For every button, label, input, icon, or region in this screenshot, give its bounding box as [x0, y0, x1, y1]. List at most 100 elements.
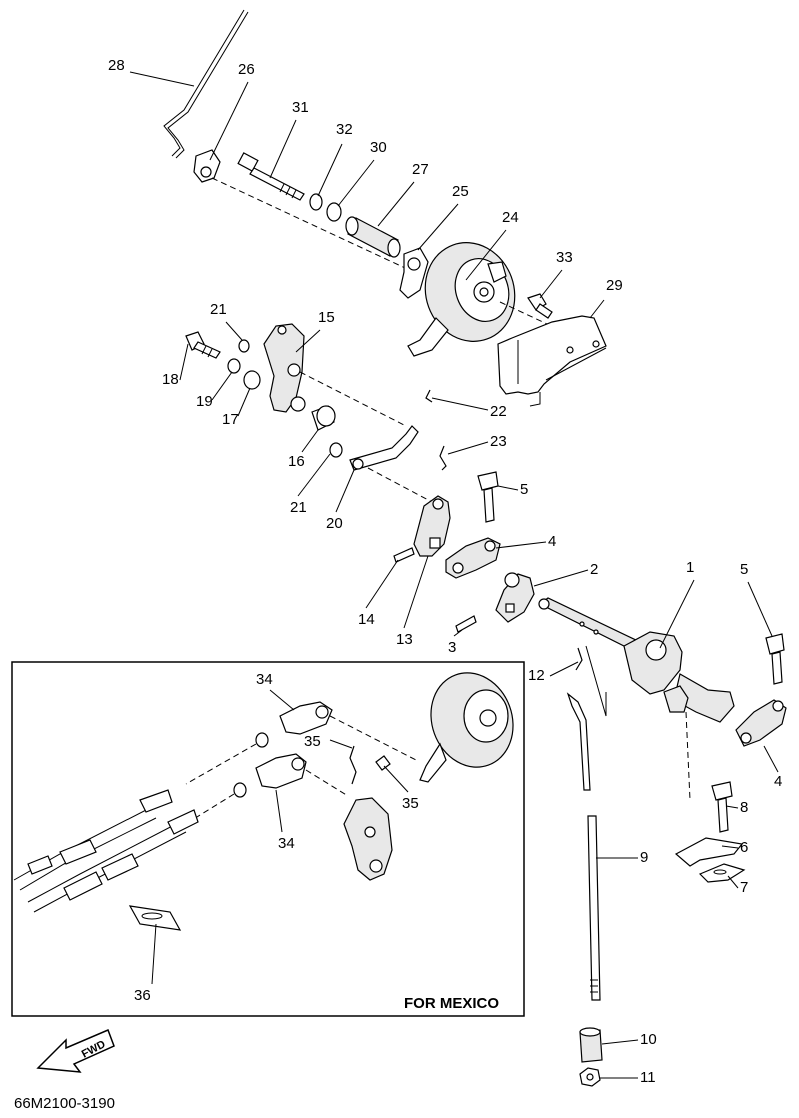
part-label-5: 5	[520, 481, 528, 498]
inset-for-mexico: FOR MEXICO	[11, 661, 525, 1017]
part-label-10: 10	[640, 1031, 657, 1048]
leader-line-21	[225, 321, 243, 341]
leader-line-15	[295, 329, 321, 353]
leader-line-5	[747, 581, 773, 637]
part-label-35: 35	[402, 795, 419, 812]
clamp-4-right	[735, 699, 787, 747]
part-label-3: 3	[448, 639, 456, 656]
lever-15	[263, 323, 306, 413]
part-label-24: 24	[502, 209, 519, 226]
clamp-4-upper	[445, 537, 501, 579]
washer-21-lower	[329, 442, 343, 458]
bolt-5-upper	[477, 471, 499, 523]
part-label-14: 14	[358, 611, 375, 628]
leader-line-32	[317, 143, 343, 197]
part-label-13: 13	[396, 631, 413, 648]
part-label-32: 32	[336, 121, 353, 138]
part-label-11: 11	[640, 1069, 656, 1086]
leader-line-34	[275, 789, 283, 833]
leader-line-17	[237, 387, 251, 417]
part-label-4: 4	[548, 533, 556, 550]
bolt-18	[185, 331, 221, 359]
leader-line-16	[301, 429, 319, 453]
link-20	[349, 425, 419, 471]
leader-line-3	[453, 629, 463, 637]
part-label-34: 34	[256, 671, 273, 688]
part-label-21: 21	[290, 499, 307, 516]
part-label-19: 19	[196, 393, 213, 410]
leader-line-30	[337, 159, 375, 207]
bolt-5-right	[765, 633, 785, 685]
leader-line-1	[659, 579, 695, 649]
leader-line-21	[297, 453, 331, 497]
rod-9	[566, 692, 601, 1001]
pin-3	[455, 615, 477, 633]
part-label-2: 2	[590, 561, 598, 578]
part-label-36: 36	[134, 987, 151, 1004]
leader-line-29	[589, 299, 605, 319]
leader-line-22	[431, 397, 489, 411]
bracket-26	[193, 149, 221, 183]
leader-line-20	[335, 469, 355, 513]
shift-rod-28	[163, 9, 249, 159]
part-label-35: 35	[304, 733, 321, 750]
part-label-17: 17	[222, 411, 239, 428]
leader-line-26	[209, 81, 249, 161]
bolt-8	[711, 781, 733, 833]
clip-35-a	[349, 745, 357, 785]
clip-35-b	[375, 755, 391, 771]
clip-23	[439, 445, 447, 471]
leader-line-33	[539, 269, 563, 299]
part-label-18: 18	[162, 371, 179, 388]
part-label-4: 4	[774, 773, 782, 790]
part-label-29: 29	[606, 277, 623, 294]
leader-line-6	[721, 845, 739, 849]
bracket-29	[497, 315, 607, 407]
pin-22	[425, 389, 433, 403]
part-label-31: 31	[292, 99, 309, 116]
part-label-25: 25	[452, 183, 469, 200]
washer-19	[227, 358, 241, 374]
shift-cable-lower	[27, 809, 199, 913]
leader-line-18	[179, 343, 189, 381]
leader-line-8	[725, 805, 739, 809]
leader-line-28	[129, 71, 195, 87]
pin-14	[393, 547, 415, 563]
shift-cable-upper	[13, 789, 173, 891]
leader-line-36	[151, 923, 157, 985]
arm-2	[495, 572, 535, 623]
nut-10	[579, 1027, 603, 1063]
washer-21-upper	[238, 339, 250, 353]
cable-end-34-lower	[255, 753, 307, 789]
leader-line-4	[763, 745, 779, 773]
inset-cam	[419, 672, 514, 783]
part-label-16: 16	[288, 453, 305, 470]
nut-11	[579, 1067, 601, 1087]
tag-36	[128, 905, 182, 931]
cam-24	[407, 242, 516, 357]
part-label-15: 15	[318, 309, 335, 326]
collar-27	[345, 216, 401, 258]
forward-arrow-icon: FWD	[36, 1029, 115, 1073]
leader-line-31	[269, 119, 297, 179]
leader-line-34	[269, 689, 295, 711]
part-label-21: 21	[210, 301, 227, 318]
leader-line-24	[465, 229, 507, 281]
washer-30	[326, 202, 342, 222]
part-label-8: 8	[740, 799, 748, 816]
part-label-6: 6	[740, 839, 748, 856]
part-label-1: 1	[686, 559, 694, 576]
leader-line-19	[211, 371, 233, 401]
leader-line-27	[377, 181, 415, 227]
part-label-23: 23	[490, 433, 507, 450]
part-label-26: 26	[238, 61, 255, 78]
part-label-28: 28	[108, 57, 125, 74]
plate-25	[399, 247, 429, 299]
part-label-12: 12	[528, 667, 545, 684]
leader-line-35	[383, 765, 409, 793]
drawing-code: 66M2100-3190	[14, 1095, 115, 1112]
part-label-33: 33	[556, 249, 573, 266]
washer-32	[309, 193, 323, 211]
lever-13	[413, 495, 451, 557]
